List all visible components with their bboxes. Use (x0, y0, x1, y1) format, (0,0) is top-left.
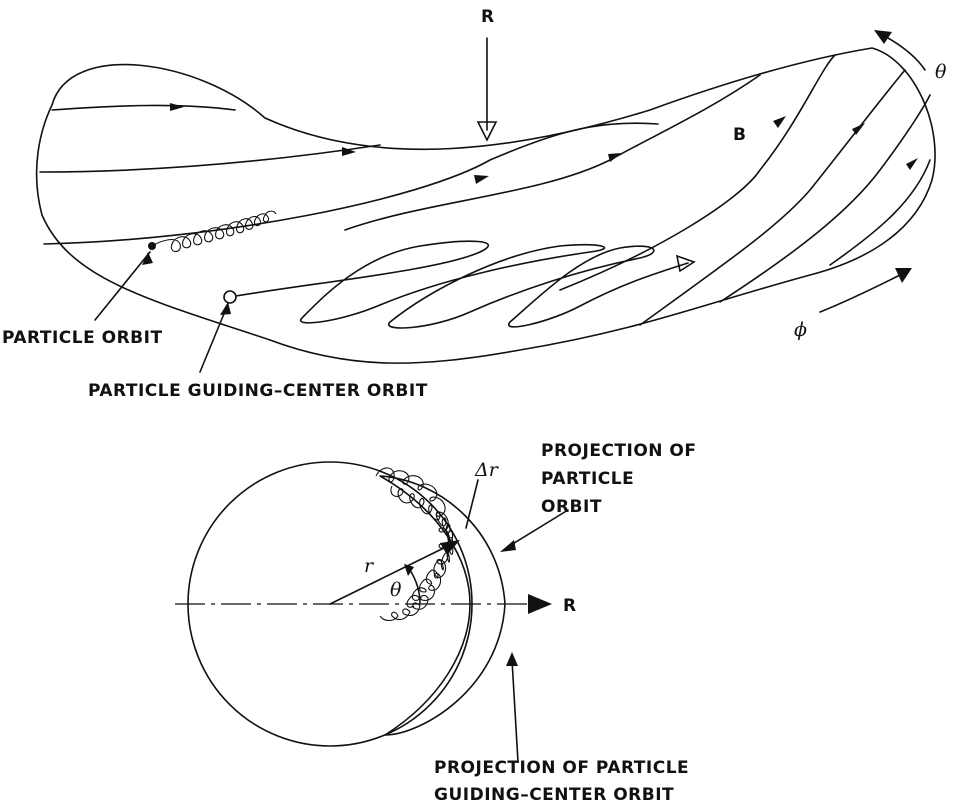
cross-section: R r θ Δr PROJECTION OF PAR (175, 441, 697, 805)
guiding-center-orbit (223, 240, 696, 329)
delta-r-label: Δr (474, 459, 500, 481)
guiding-center-start-point (223, 290, 237, 304)
field-line-6 (639, 69, 906, 326)
torus-section: R θ B ϕ PARTICL (2, 7, 947, 401)
major-radius-indicator: R (476, 7, 498, 142)
field-line-1 (51, 104, 236, 111)
field-line-4 (344, 74, 761, 231)
field-arrow-3 (474, 175, 489, 184)
field-direction-arrows (170, 103, 918, 184)
phi-arrowhead (895, 268, 912, 283)
field-line-7 (719, 94, 931, 303)
projection-gc-leader (511, 659, 519, 763)
field-arrow-5 (773, 116, 786, 128)
phi-label: ϕ (794, 319, 807, 341)
delta-r-indicator: Δr (465, 459, 500, 529)
projection-gc-label-line2: GUIDING–CENTER ORBIT (434, 785, 674, 805)
guiding-center-leader-head (220, 302, 231, 315)
particle-orbit-callout: PARTICLE ORBIT (2, 251, 163, 348)
projection-orbit-label-line1: PROJECTION OF (541, 441, 697, 461)
toroidal-angle-indicator: ϕ (794, 268, 912, 341)
field-line-3 (43, 122, 659, 245)
poloidal-angle-indicator: θ (874, 30, 947, 83)
field-arrow-2 (342, 147, 356, 156)
particle-orbit-label: PARTICLE ORBIT (2, 328, 163, 348)
major-radius-label: R (481, 7, 495, 27)
particle-orbit-leader (94, 251, 151, 321)
delta-r-line (465, 479, 479, 529)
torus-outline (35, 47, 936, 364)
particle-orbit (148, 210, 277, 253)
major-radius-arrowhead (476, 121, 498, 142)
field-label: B (733, 125, 746, 145)
particle-gyration-path (151, 210, 277, 253)
field-line-5 (559, 54, 836, 291)
axis-label: R (563, 596, 577, 616)
guiding-center-arrowhead (675, 254, 696, 273)
phi-arc (819, 274, 901, 313)
field-arrow-6 (852, 123, 865, 135)
projection-orbit-label-line3: ORBIT (541, 497, 602, 517)
field-arrow-7 (906, 158, 918, 170)
minor-radius-label: r (364, 555, 375, 577)
projection-gc-label-line1: PROJECTION OF PARTICLE (434, 758, 689, 778)
projection-gc-leader-head (506, 652, 518, 666)
field-line-8 (829, 159, 931, 266)
flux-surface-circle (187, 461, 473, 747)
theta-label: θ (935, 61, 947, 83)
theta-arc (887, 37, 926, 71)
angle-label: θ (390, 579, 402, 601)
field-arrow-1 (170, 103, 184, 111)
projection-orbit-leader (505, 509, 569, 549)
guiding-center-label: PARTICLE GUIDING–CENTER ORBIT (88, 381, 428, 401)
projection-orbit-leader-head (500, 540, 516, 552)
particle-orbit-leader-head (142, 252, 153, 265)
field-line-2 (39, 144, 381, 173)
projection-orbit-label-line2: PARTICLE (541, 469, 634, 489)
guiding-center-callout: PARTICLE GUIDING–CENTER ORBIT (88, 302, 428, 401)
guiding-center-path (235, 240, 689, 329)
projection-gc-callout: PROJECTION OF PARTICLE GUIDING–CENTER OR… (434, 652, 689, 805)
theta-arrowhead (874, 30, 892, 44)
angle-arc (409, 569, 421, 605)
minor-radius-indicator: r θ (329, 540, 460, 605)
projection-orbit-callout: PROJECTION OF PARTICLE ORBIT (500, 441, 697, 552)
minor-radius-line (329, 543, 453, 605)
field-arrow-4 (608, 153, 622, 162)
angle-arc-arrowhead (404, 564, 414, 576)
guiding-center-leader (199, 303, 229, 373)
guiding-center-projection (379, 475, 506, 736)
axis-arrowhead (528, 594, 552, 614)
minor-radius-arrowhead (440, 540, 460, 555)
